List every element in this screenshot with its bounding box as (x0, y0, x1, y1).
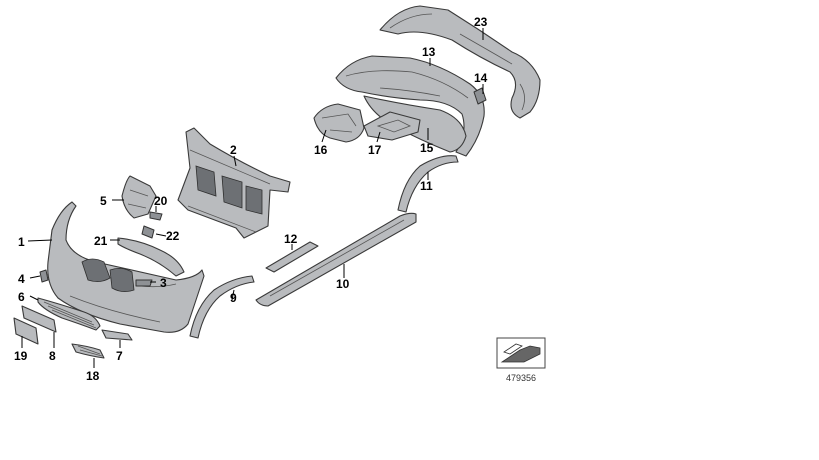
part-rear-trim[interactable] (379, 5, 541, 119)
part-bumper-bracket[interactable] (39, 269, 49, 283)
part-front-trim-piece[interactable] (135, 279, 153, 287)
part-lower-grille[interactable] (37, 297, 101, 331)
part-rear-wheel-arch-trim[interactable] (397, 155, 459, 213)
part-front-wheel-arch-trim[interactable] (189, 275, 255, 339)
callout-19: 19 (14, 349, 28, 363)
callout-11: 11 (420, 179, 433, 193)
part-air-guide[interactable] (117, 237, 185, 277)
callout-16: 16 (314, 143, 328, 157)
part-lower-panel-19[interactable] (13, 317, 39, 345)
callout-4: 4 (18, 272, 25, 286)
callout-6: 6 (18, 290, 25, 304)
callout-1: 1 (18, 235, 25, 249)
part-bracket-20[interactable] (149, 211, 163, 221)
callout-22: 22 (166, 229, 180, 243)
part-underbody-guard[interactable] (363, 111, 421, 141)
callout-labels: 1 2 3 4 5 6 7 8 9 10 11 12 13 14 15 16 1… (14, 15, 488, 383)
callout-7: 7 (116, 349, 123, 363)
part-fog-grille[interactable] (71, 343, 105, 359)
callout-21: 21 (94, 234, 108, 248)
callout-14: 14 (474, 71, 488, 85)
callout-3: 3 (160, 276, 167, 290)
callout-10: 10 (336, 277, 350, 291)
callout-13: 13 (422, 45, 436, 59)
reference-number: 479356 (506, 373, 536, 383)
reference-box: 479356 (496, 337, 546, 383)
part-air-duct[interactable] (121, 175, 157, 219)
part-rear-bracket-left[interactable] (313, 103, 365, 143)
callout-20: 20 (154, 194, 168, 208)
callout-15: 15 (420, 141, 434, 155)
callout-9: 9 (230, 291, 237, 305)
part-front-carrier[interactable] (177, 127, 291, 239)
callout-8: 8 (49, 349, 56, 363)
callout-17: 17 (368, 143, 382, 157)
part-lower-trim-strip[interactable] (101, 329, 133, 341)
callout-18: 18 (86, 369, 100, 383)
part-side-sill[interactable] (255, 212, 417, 307)
callout-5: 5 (100, 194, 107, 208)
callout-12: 12 (284, 232, 298, 246)
callout-23: 23 (474, 15, 488, 29)
part-lower-panel-8[interactable] (21, 305, 57, 333)
leader-lines (21, 28, 484, 368)
part-rear-bumper-cover[interactable] (335, 55, 485, 157)
part-sill-trim-upper[interactable] (265, 241, 319, 273)
part-bracket-22[interactable] (141, 225, 155, 239)
callout-2: 2 (230, 143, 237, 157)
